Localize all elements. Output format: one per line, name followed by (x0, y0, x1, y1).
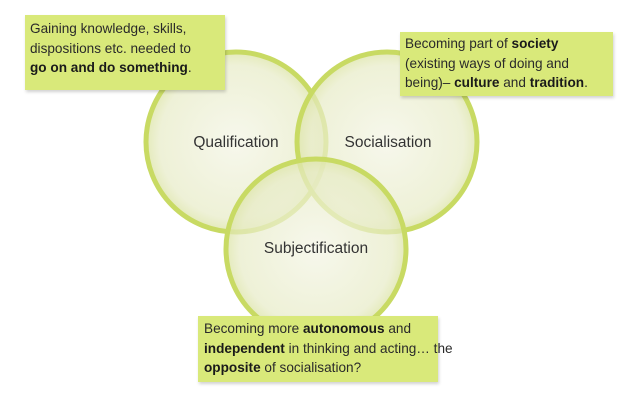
note-bold-text: autonomous (302, 321, 385, 336)
note-bold-text: go on and do something (30, 60, 188, 75)
note-text: . (187, 60, 192, 75)
label-socialisation: Socialisation (344, 134, 432, 151)
note-text: in thinking and acting… the (284, 340, 453, 356)
note-line: (existing ways of doing and (405, 55, 569, 71)
note-bold-text: tradition (529, 75, 585, 90)
note-qualification: Gaining knowledge, skills, dispositions … (25, 15, 225, 90)
note-text: Becoming more (204, 321, 303, 336)
note-text: . (584, 75, 588, 90)
note-line: opposite of socialisation? (204, 358, 432, 378)
note-line: Gaining knowledge, skills, (30, 21, 187, 36)
note-line: dispositions etc. needed to (30, 40, 191, 56)
note-line: go on and do something. (30, 58, 220, 78)
note-subjectification: Becoming more autonomous and independent… (198, 316, 453, 382)
note-line: being)– culture and tradition. (405, 73, 608, 93)
note-socialisation: Becoming part of society (existing ways … (400, 32, 613, 96)
note-text: and (499, 75, 530, 90)
note-line: Becoming more autonomous and (204, 319, 432, 339)
note-text: and (384, 321, 412, 336)
note-bold-text: culture (454, 75, 500, 90)
label-subjectification: Subjectification (263, 240, 369, 257)
note-bold-text: society (511, 36, 559, 51)
note-text: of socialisation? (260, 360, 362, 375)
label-qualification: Qualification (193, 134, 279, 151)
note-line: independent in thinking and acting… the (204, 339, 453, 359)
note-line: Becoming part of society (405, 34, 608, 54)
note-bold-text: independent (204, 340, 285, 356)
note-bold-text: opposite (204, 360, 261, 375)
note-text: being)– (405, 75, 455, 90)
note-text: Becoming part of (405, 36, 512, 51)
